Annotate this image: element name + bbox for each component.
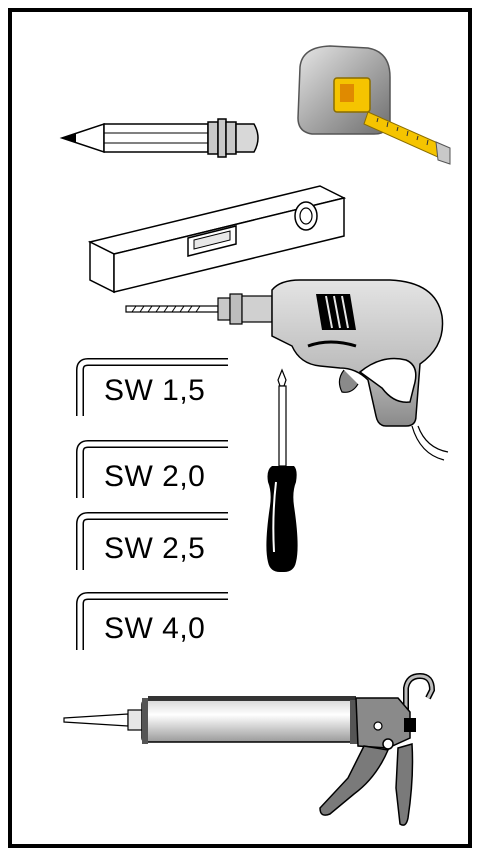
drill-icon <box>125 279 449 461</box>
allen-key-label: SW 1,5 <box>104 374 206 407</box>
pencil-icon <box>59 118 259 158</box>
tape-measure-icon <box>297 45 451 165</box>
spirit-level-icon <box>87 185 347 294</box>
allen-key-icon <box>76 440 228 498</box>
allen-key-icon <box>76 592 228 650</box>
allen-key-label: SW 2,0 <box>104 460 206 493</box>
screwdriver-icon <box>266 368 298 572</box>
caulking-gun-icon <box>63 672 436 826</box>
illustration-frame: SW 1,5 SW 2,0 SW 2,5 SW 4,0 <box>8 8 472 848</box>
allen-key-icon <box>76 358 228 416</box>
allen-key-label: SW 2,5 <box>104 532 206 565</box>
allen-key-label: SW 4,0 <box>104 612 206 645</box>
allen-key-icon <box>76 512 228 570</box>
